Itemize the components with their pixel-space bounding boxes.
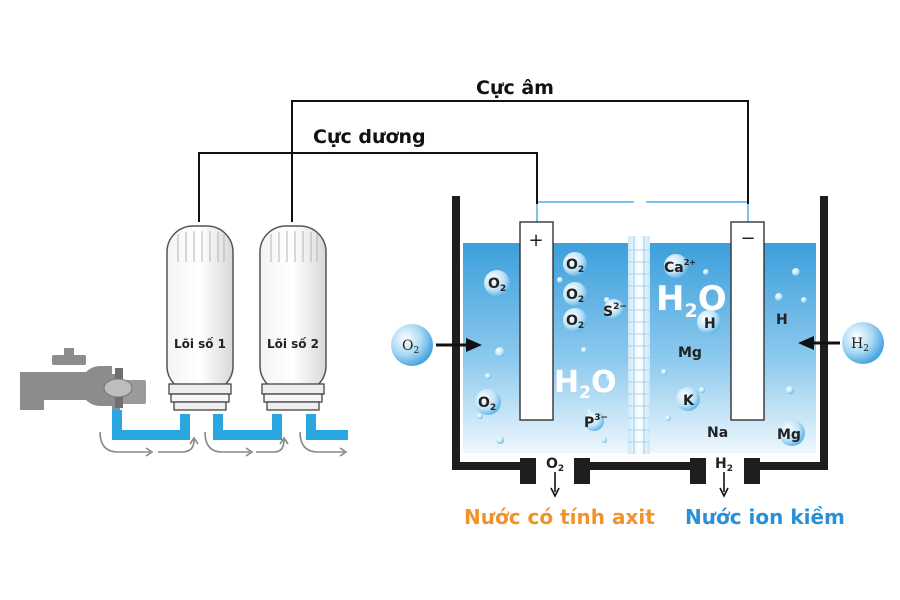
anode-electrode xyxy=(519,221,554,421)
svg-text:O2: O2 xyxy=(546,456,564,474)
filter-cartridge-1: Lõi số 1 xyxy=(166,225,234,411)
alkaline-water-label: Nước ion kiềm xyxy=(685,505,845,529)
o2-outlet: O2 xyxy=(546,456,564,498)
h2-outlet: H2 xyxy=(715,456,733,498)
ion-o2: O2 xyxy=(566,287,584,305)
plus-sign: + xyxy=(528,230,543,251)
ion-p: P3− xyxy=(584,413,608,431)
ion-mg: Mg xyxy=(777,427,801,443)
right-chamber-ions: Ca2+ H Mg K Na H Mg xyxy=(664,258,801,443)
ion-bubbles xyxy=(475,252,805,446)
ion-o2: O2 xyxy=(478,395,496,413)
water-molecule-label: H2O xyxy=(656,279,727,322)
ion-ca: Ca2+ xyxy=(664,258,696,276)
ion-o2: O2 xyxy=(488,276,506,294)
water-pipes xyxy=(112,410,348,440)
wires xyxy=(198,100,749,222)
filter-cartridge-2: Lõi số 2 xyxy=(259,225,327,411)
acid-water-label: Nước có tính axit xyxy=(464,505,655,529)
svg-text:H2: H2 xyxy=(715,456,733,474)
h2-input: H2 xyxy=(798,322,884,364)
water-tap-icon xyxy=(20,348,146,410)
ion-o2: O2 xyxy=(566,313,584,331)
svg-text:H2: H2 xyxy=(851,336,869,354)
svg-text:O2: O2 xyxy=(402,338,419,356)
ion-s: S2− xyxy=(603,302,627,320)
o2-input: O2 xyxy=(391,324,482,366)
ion-o2: O2 xyxy=(566,257,584,275)
minus-sign: − xyxy=(740,228,755,249)
anode-label: Cực dương xyxy=(313,126,426,148)
ion-h: H xyxy=(704,316,716,332)
ion-h: H xyxy=(776,312,788,328)
ion-k: K xyxy=(683,393,695,409)
ion-mg: Mg xyxy=(678,345,702,361)
cathode-electrode xyxy=(730,221,765,421)
cathode-wire xyxy=(291,100,749,222)
ion-na: Na xyxy=(707,425,728,441)
filter-2-label: Lõi số 2 xyxy=(267,337,319,351)
filter-1-label: Lõi số 1 xyxy=(174,337,226,351)
anode-wire xyxy=(198,152,538,222)
water-molecule-label: H2O xyxy=(554,365,616,403)
electrolysis-tank: + − xyxy=(452,196,828,484)
left-chamber-ions: O2 O2 O2 O2 O2 S2− P3− xyxy=(478,257,627,431)
membrane xyxy=(628,236,650,454)
flow-arrows xyxy=(99,431,348,457)
cathode-label: Cực âm xyxy=(476,77,554,99)
